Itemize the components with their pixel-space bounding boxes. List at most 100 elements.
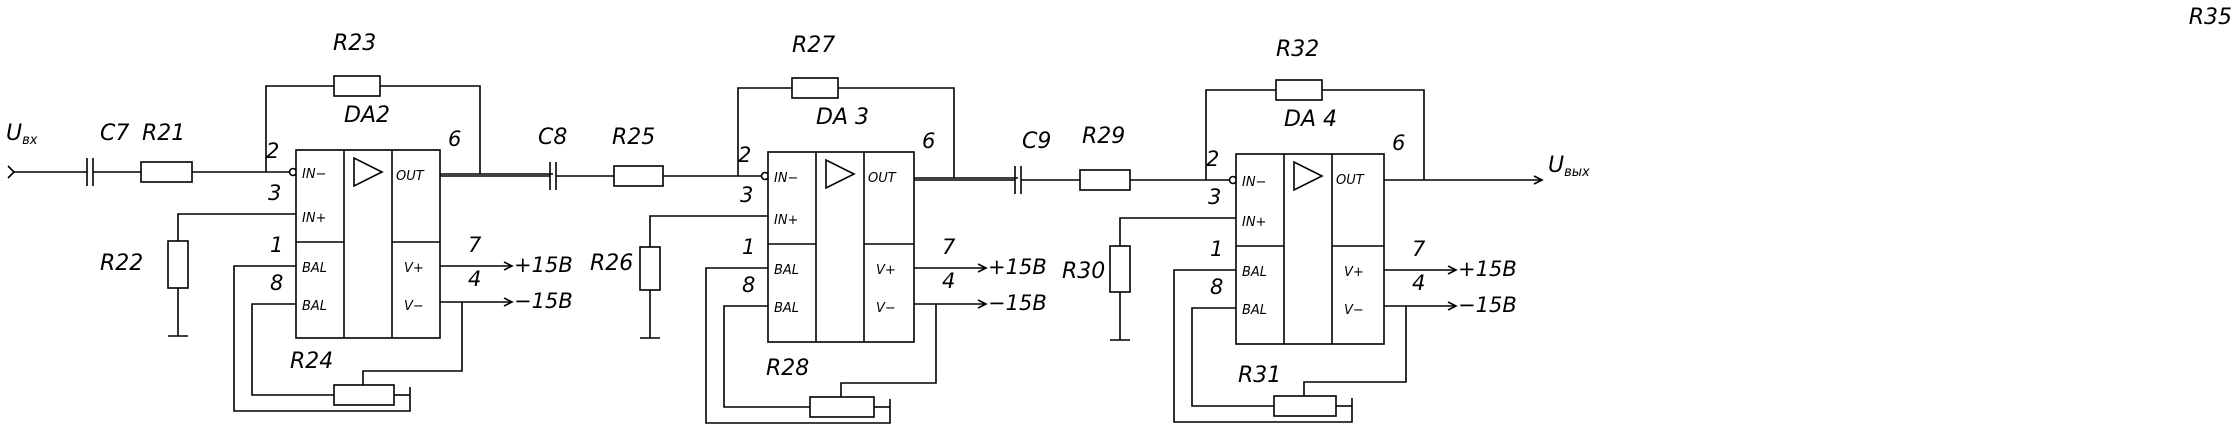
- pin-number: 3: [268, 181, 281, 205]
- opamp-body: [295, 149, 441, 339]
- trim-wiper-wire: [1303, 306, 1407, 396]
- noninverting-wire: [177, 213, 296, 241]
- pin-number: 6: [1392, 131, 1405, 155]
- series-resistor: [1079, 169, 1131, 191]
- pin-label-in-plus: IN+: [1242, 215, 1266, 230]
- series-resistor-label: R25: [612, 125, 655, 150]
- pin-number: 6: [922, 129, 935, 153]
- feedback-resistor: [1275, 79, 1323, 101]
- ground-resistor-label: R30: [1062, 259, 1105, 284]
- supply-plus-label: +15В: [514, 253, 573, 277]
- amplifier-triangle-icon: [1293, 160, 1324, 192]
- capacitor-label: C8: [538, 125, 567, 150]
- pin-number: 8: [270, 271, 283, 295]
- feedback-wire: [838, 87, 955, 178]
- supply-plus-label: +15В: [1458, 257, 1517, 281]
- chip-label: DA2: [344, 103, 390, 128]
- arrow-icon: [977, 263, 988, 273]
- pin-label-out: OUT: [1336, 173, 1365, 188]
- trim-resistor: [809, 396, 875, 418]
- stray-label: R35: [2189, 5, 2232, 30]
- noninverting-wire: [1119, 217, 1236, 246]
- pin-number: 1: [270, 233, 283, 257]
- trim-wiper-wire: [362, 302, 463, 385]
- pin-label-bal: BAL: [302, 261, 327, 276]
- pin-label-in-plus: IN+: [774, 213, 798, 228]
- pin-label-bal: BAL: [302, 299, 327, 314]
- chip-label: DA 4: [1284, 107, 1337, 132]
- feedback-wire: [1322, 89, 1425, 180]
- ground-resistor-label: R22: [100, 251, 143, 276]
- series-resistor: [140, 161, 193, 183]
- pin-label-v-plus: V+: [1344, 265, 1364, 280]
- ground-resistor: [639, 246, 661, 291]
- feedback-resistor-label: R27: [792, 33, 835, 58]
- pin-number: 2: [266, 139, 279, 163]
- noninverting-wire: [649, 215, 768, 247]
- pin-number: 4: [1412, 271, 1425, 295]
- feedback-wire: [265, 85, 334, 172]
- capacitor-label: C7: [100, 121, 129, 146]
- opamp-body: [767, 151, 915, 343]
- pin-label-bal: BAL: [774, 263, 799, 278]
- pin-label-v-minus: V−: [1344, 303, 1364, 318]
- pin-label-v-minus: V−: [876, 301, 896, 316]
- arrow-icon: [503, 261, 514, 271]
- series-resistor-label: R29: [1082, 124, 1125, 149]
- pin-label-v-plus: V+: [876, 263, 896, 278]
- feedback-resistor-label: R32: [1276, 37, 1319, 62]
- pin-label-in-plus: IN+: [302, 211, 326, 226]
- feedback-resistor: [333, 75, 381, 97]
- pin-number: 1: [742, 235, 755, 259]
- input-label: Uвх: [6, 121, 38, 148]
- output-label-sub: вых: [1564, 165, 1590, 180]
- ground-resistor: [167, 240, 189, 289]
- arrow-icon: [977, 299, 988, 309]
- supply-minus-label: −15В: [988, 291, 1047, 315]
- pin-number: 4: [942, 269, 955, 293]
- amplifier-triangle-icon: [353, 156, 384, 188]
- pin-label-v-plus: V+: [404, 261, 424, 276]
- pin-number: 2: [738, 143, 751, 167]
- trim-wire: [251, 303, 334, 396]
- trim-resistor-label: R24: [290, 349, 333, 374]
- arrow-icon: [503, 297, 514, 307]
- trim-wire: [1173, 269, 1353, 423]
- feedback-wire: [1205, 89, 1276, 180]
- feedback-wire: [380, 85, 481, 174]
- trim-wire: [1191, 307, 1274, 407]
- series-resistor-label: R21: [142, 121, 185, 146]
- trim-resistor-label: R31: [1238, 363, 1281, 388]
- trim-wire: [233, 265, 411, 412]
- pin-number: 3: [1208, 185, 1221, 209]
- pin-number: 1: [1210, 237, 1223, 261]
- amplifier-triangle-icon: [825, 158, 856, 190]
- output-arrow-icon: [1533, 175, 1544, 185]
- pin-label-bal: BAL: [1242, 265, 1267, 280]
- feedback-resistor-label: R23: [333, 31, 376, 56]
- feedback-wire: [737, 87, 792, 176]
- capacitor-label: C9: [1022, 129, 1051, 154]
- pin-label-in-minus: IN−: [774, 171, 798, 186]
- supply-minus-label: −15В: [514, 289, 573, 313]
- trim-resistor: [333, 384, 395, 406]
- ground-resistor-label: R26: [590, 251, 633, 276]
- pin-number: 7: [1412, 237, 1426, 261]
- feedback-resistor: [791, 77, 839, 99]
- trim-resistor-label: R28: [766, 356, 809, 381]
- supply-plus-label: +15В: [988, 255, 1047, 279]
- pin-label-in-minus: IN−: [302, 167, 326, 182]
- pin-number: 4: [468, 267, 481, 291]
- output-label: Uвых: [1548, 153, 1590, 180]
- pin-number: 6: [448, 127, 461, 151]
- trim-wire: [705, 267, 891, 424]
- pin-label-out: OUT: [868, 171, 897, 186]
- trim-wire: [723, 305, 810, 408]
- chip-label: DA 3: [816, 105, 869, 130]
- opamp-body: [1235, 153, 1385, 345]
- arrow-icon: [1447, 265, 1458, 275]
